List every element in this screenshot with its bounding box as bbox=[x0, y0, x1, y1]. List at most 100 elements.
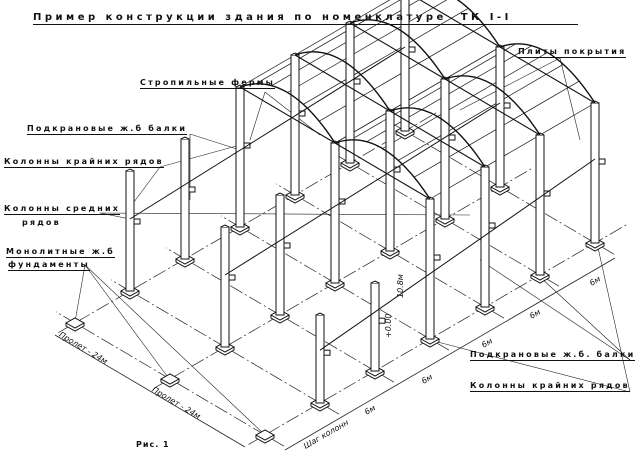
column-top bbox=[180, 136, 190, 140]
column-console bbox=[353, 78, 361, 85]
column bbox=[345, 22, 355, 164]
crane-beam bbox=[224, 102, 501, 276]
roof-truss bbox=[444, 75, 541, 136]
column-console bbox=[378, 317, 386, 324]
column-console bbox=[433, 254, 441, 261]
leader-line bbox=[479, 259, 631, 361]
roof-truss bbox=[294, 51, 391, 112]
roof-truss bbox=[499, 43, 596, 104]
label-edge-columns: Колонны крайних рядов bbox=[4, 157, 164, 168]
roof-slab-joint bbox=[350, 43, 517, 141]
label-crane-beams: Подкрановые ж.б балки bbox=[27, 124, 188, 135]
column bbox=[440, 78, 450, 220]
column-console bbox=[228, 274, 236, 281]
label-trusses: Стропильные фермы bbox=[140, 78, 276, 89]
column-console bbox=[323, 349, 331, 356]
label-foundations: Монолитные ж.б bbox=[6, 247, 115, 258]
column-console bbox=[503, 102, 511, 109]
column-console bbox=[488, 222, 496, 229]
column-top bbox=[370, 280, 380, 284]
roof-slab-joint bbox=[239, 0, 391, 88]
drawing-title: Пример конструкции здания по номенклатур… bbox=[33, 12, 578, 25]
foundation-pad bbox=[254, 429, 276, 444]
leader-line bbox=[459, 57, 561, 111]
column bbox=[400, 0, 410, 132]
column-console bbox=[188, 186, 196, 193]
column bbox=[385, 110, 395, 252]
roof-slab-joint bbox=[334, 46, 501, 144]
column-top bbox=[125, 168, 135, 172]
roof-slab-joint bbox=[255, 0, 401, 85]
leader-line bbox=[429, 339, 631, 393]
label-crane-beams-2: Подкрановые ж.б. балки bbox=[470, 350, 636, 361]
roof-truss bbox=[334, 139, 431, 200]
column bbox=[180, 138, 190, 260]
grid-axis-line bbox=[153, 167, 534, 389]
truss-bottom-chord bbox=[389, 110, 486, 168]
column-console bbox=[543, 190, 551, 197]
leader-line bbox=[596, 242, 631, 393]
truss-bottom-chord bbox=[419, 0, 501, 48]
leader-line bbox=[84, 264, 171, 381]
leader-line bbox=[84, 264, 266, 436]
truss-bottom-chord bbox=[334, 142, 431, 200]
column-console bbox=[283, 242, 291, 249]
label-middle-columns: Колонны средних bbox=[4, 204, 121, 215]
column bbox=[495, 46, 505, 188]
column-console bbox=[133, 218, 141, 225]
truss-bottom-chord bbox=[444, 78, 541, 136]
column-console bbox=[408, 46, 416, 53]
roof-truss bbox=[239, 83, 336, 144]
column bbox=[535, 134, 545, 276]
label-middle-columns-line2: рядов bbox=[22, 218, 61, 227]
crane-beam bbox=[319, 158, 596, 351]
truss-bottom-chord bbox=[294, 54, 391, 112]
column bbox=[220, 226, 230, 348]
roof-slab-joint bbox=[398, 64, 564, 161]
roof-truss bbox=[349, 19, 446, 80]
leader-line bbox=[559, 57, 581, 141]
column bbox=[125, 170, 135, 292]
dim-level: +0.00 bbox=[384, 313, 393, 338]
column bbox=[290, 54, 300, 196]
leader-line bbox=[159, 144, 241, 168]
foundation-pad bbox=[64, 317, 86, 332]
title-code: ТК I-I bbox=[460, 12, 512, 23]
column bbox=[590, 102, 600, 244]
title-text: Пример конструкции здания по номенклатур… bbox=[33, 12, 447, 23]
column-console bbox=[598, 158, 606, 165]
column-top bbox=[275, 192, 285, 196]
foundation-pad bbox=[159, 373, 181, 388]
leader-line bbox=[539, 276, 631, 361]
truss-bottom-chord bbox=[349, 22, 446, 80]
dimension-line bbox=[54, 334, 246, 448]
column bbox=[425, 198, 435, 340]
column bbox=[235, 86, 245, 228]
leader-line bbox=[249, 91, 266, 141]
roof-slab-joint bbox=[287, 0, 448, 93]
grid-axis-line bbox=[58, 111, 439, 333]
label-edge-columns-2: Колонны крайних рядов bbox=[470, 381, 630, 392]
crane-beam bbox=[129, 46, 406, 220]
roof-slab-joint bbox=[429, 102, 596, 200]
column-console bbox=[448, 134, 456, 141]
figure-caption: Рис. 1 bbox=[136, 440, 170, 449]
column bbox=[275, 194, 285, 316]
truss-bottom-chord bbox=[239, 86, 336, 144]
leader-line bbox=[74, 264, 86, 323]
roof-truss bbox=[389, 107, 486, 168]
dim-height: 10.8м bbox=[396, 274, 405, 298]
column-top bbox=[315, 312, 325, 316]
column bbox=[330, 142, 340, 284]
truss-bottom-chord bbox=[499, 46, 596, 104]
label-roof-slabs: Плиты покрытия bbox=[518, 47, 627, 58]
leader-line bbox=[189, 133, 241, 151]
column bbox=[315, 314, 325, 404]
column-top bbox=[220, 224, 230, 228]
roof-truss bbox=[456, 0, 501, 48]
label-foundations-line2: фундаменты bbox=[8, 260, 90, 271]
grid-axis-line bbox=[248, 223, 629, 445]
dimension-line bbox=[284, 257, 616, 451]
column bbox=[370, 282, 380, 372]
